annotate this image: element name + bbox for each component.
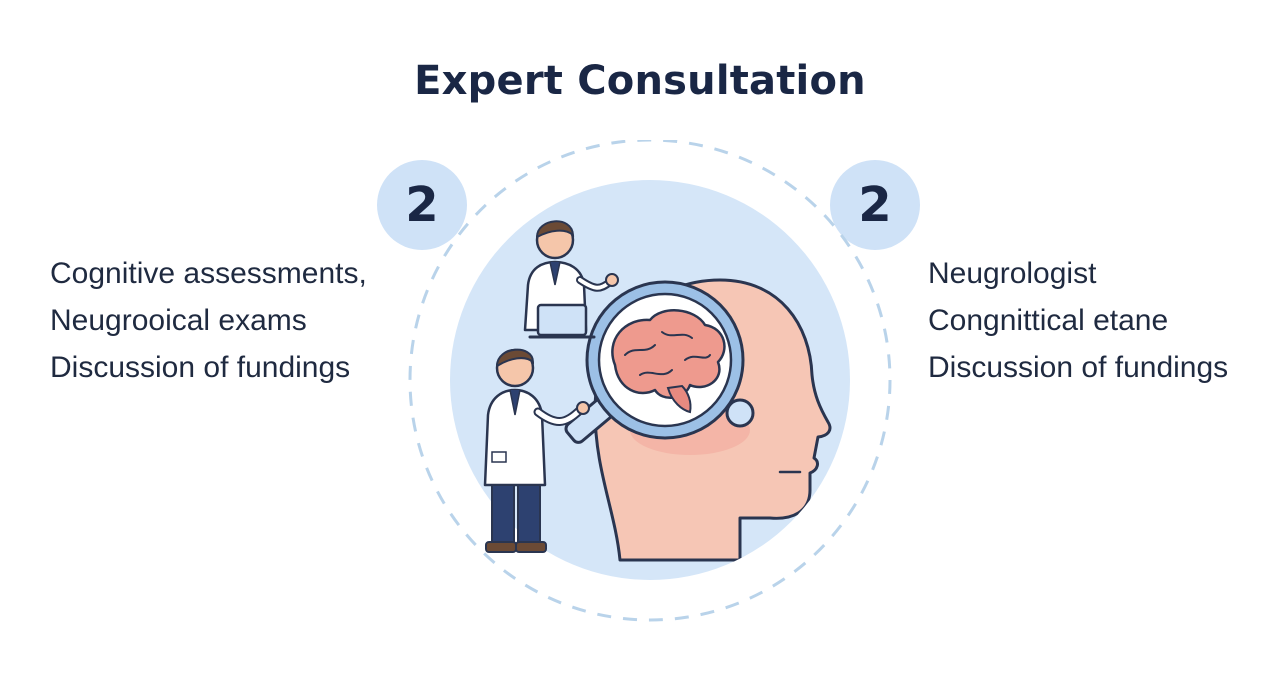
page-title: Expert Consultation	[414, 58, 866, 104]
right-item: Congnittical etane	[928, 304, 1169, 337]
right-item-list: Neugrologist Congnittical etane Discussi…	[928, 250, 1273, 391]
right-step-badge: 2	[830, 160, 920, 250]
doctor-with-laptop-icon	[523, 220, 619, 339]
doctor-pointing-icon	[483, 348, 590, 553]
brain-icon	[611, 309, 726, 414]
dashed-ring	[408, 140, 892, 622]
right-item: Discussion of fundings	[928, 351, 1229, 384]
consultation-illustration	[408, 140, 892, 622]
left-item-list: Cognitive assessments, Neugrooical exams…	[50, 250, 410, 391]
left-step-badge: 2	[377, 160, 467, 250]
left-item: Neugrooical exams	[50, 304, 307, 337]
right-item: Neugrologist	[928, 257, 1097, 290]
left-item: Cognitive assessments,	[50, 257, 367, 290]
left-item: Discussion of fundings	[50, 351, 351, 384]
